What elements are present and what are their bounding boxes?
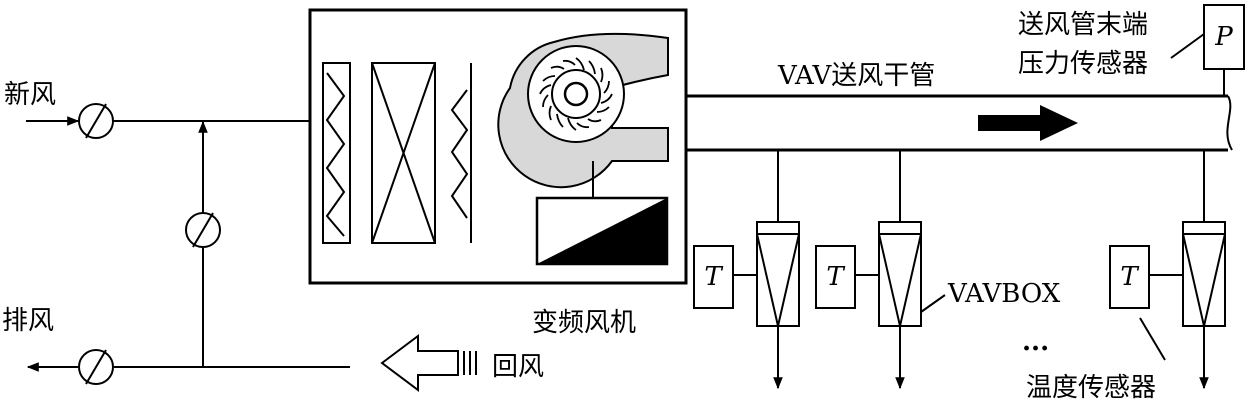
pressure-symbol: P [1214,22,1233,52]
supply-flow-arrow [978,105,1078,141]
exhaust-air-label: 排风 [2,306,54,336]
main-duct-label: VAV送风干管 [777,61,935,91]
vav-box-1 [756,221,800,327]
temp-sensor-2: T [815,245,879,309]
pressure-sensor-label-line1: 送风管末端 [1018,10,1148,40]
main-supply-duct [686,94,1233,152]
filter [322,62,351,244]
temp-sensor-label: 温度传感器 [1026,373,1156,403]
fresh-air-damper [78,103,114,139]
coil [371,62,436,244]
fresh-air-label: 新风 [4,80,56,110]
vfd-drive [535,196,669,266]
vfd-fan-label: 变频风机 [532,308,636,338]
bypass-damper [185,212,221,248]
pressure-sensor [1203,4,1245,70]
humidifier [450,63,472,243]
temp-symbol-1: T [704,262,723,292]
pressure-sensor-leader [1170,33,1205,59]
vavbox-leader [920,294,946,313]
branch-lines [773,150,1209,390]
temp-sensor-leader [1139,317,1166,361]
temp-sensor-1: T [693,245,757,309]
return-air-arrow [380,334,477,392]
temp-symbol-2: T [826,262,845,292]
ellipsis-label: ··· [1022,334,1049,364]
exhaust-air-damper [78,349,114,385]
vav-box-3 [1182,221,1226,327]
pressure-sensor-label-line2: 压力传感器 [1018,49,1148,79]
centrifugal-fan [497,32,669,189]
air-handling-unit [308,8,688,285]
vavbox-label: VAVBOX [947,279,1061,309]
return-air-label: 回风 [492,352,544,382]
vav-box-2 [878,221,922,327]
temp-symbol-3: T [1120,262,1139,292]
temp-sensor-3: T [1109,245,1183,309]
